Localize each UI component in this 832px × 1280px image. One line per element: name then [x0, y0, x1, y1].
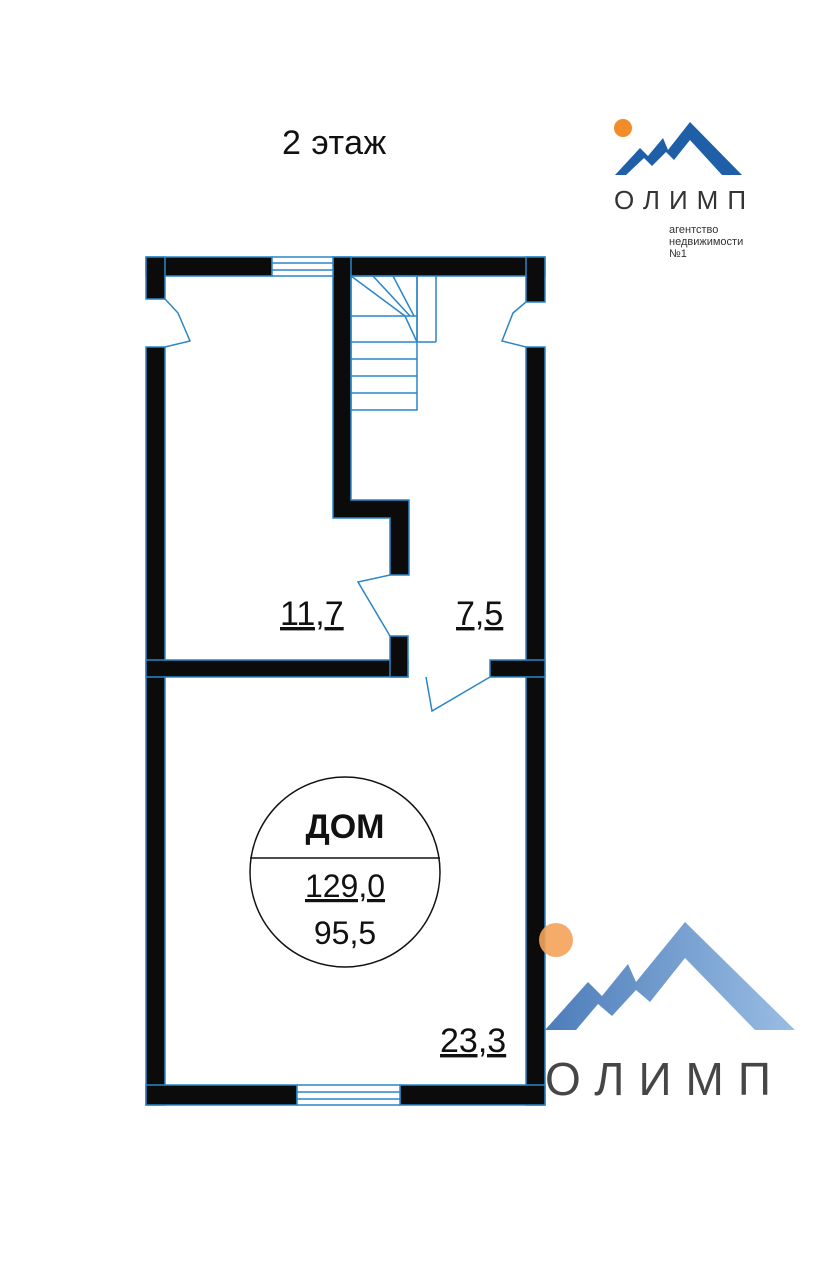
wall-left-lower	[145, 346, 166, 1106]
summary-living-area: 95,5	[314, 915, 376, 951]
watermark-name: ОЛИМП	[545, 1053, 785, 1105]
window-bottom	[296, 1084, 401, 1106]
logo-sun-icon	[614, 119, 632, 137]
watermark-logo: ОЛИМП	[539, 922, 795, 1105]
logo-subtitle-3: №1	[669, 248, 687, 260]
wall-top-right	[332, 256, 546, 277]
door-left-room	[356, 574, 391, 637]
door-bottom-room	[425, 676, 491, 713]
room-area-3: 23,3	[440, 1022, 506, 1060]
watermark-mountain-icon	[545, 922, 795, 1030]
floor-title: 2 этаж	[282, 124, 387, 162]
opening-right	[500, 301, 527, 348]
wall-middle-right	[489, 659, 546, 678]
wall-left-upper	[145, 256, 166, 300]
wall-middle-left	[145, 659, 409, 678]
wall-right-upper	[525, 256, 546, 303]
summary-total-area: 129,0	[305, 868, 385, 904]
staircase	[350, 275, 437, 411]
watermark-sun-icon	[539, 923, 573, 957]
summary-title: ДОМ	[306, 808, 385, 846]
wall-right-lower	[525, 346, 546, 1106]
wall-stair-partition	[332, 256, 410, 576]
logo-mountain-icon	[615, 122, 742, 175]
window-top	[271, 256, 334, 277]
wall-bottom-right	[399, 1084, 546, 1106]
room-area-1: 11,7	[280, 595, 344, 633]
area-summary: ДОМ 129,0 95,5	[249, 776, 441, 968]
room-area-2: 7,5	[456, 595, 503, 633]
logo-subtitle-2: недвижимости	[669, 236, 743, 248]
wall-bottom-left	[145, 1084, 298, 1106]
agency-logo: ОЛИМП агентство недвижимости №1	[614, 119, 755, 260]
walls	[145, 256, 546, 1106]
wall-middle-stub	[389, 635, 409, 678]
opening-left	[164, 298, 192, 348]
logo-subtitle-1: агентство	[669, 224, 718, 236]
logo-name: ОЛИМП	[614, 185, 755, 215]
